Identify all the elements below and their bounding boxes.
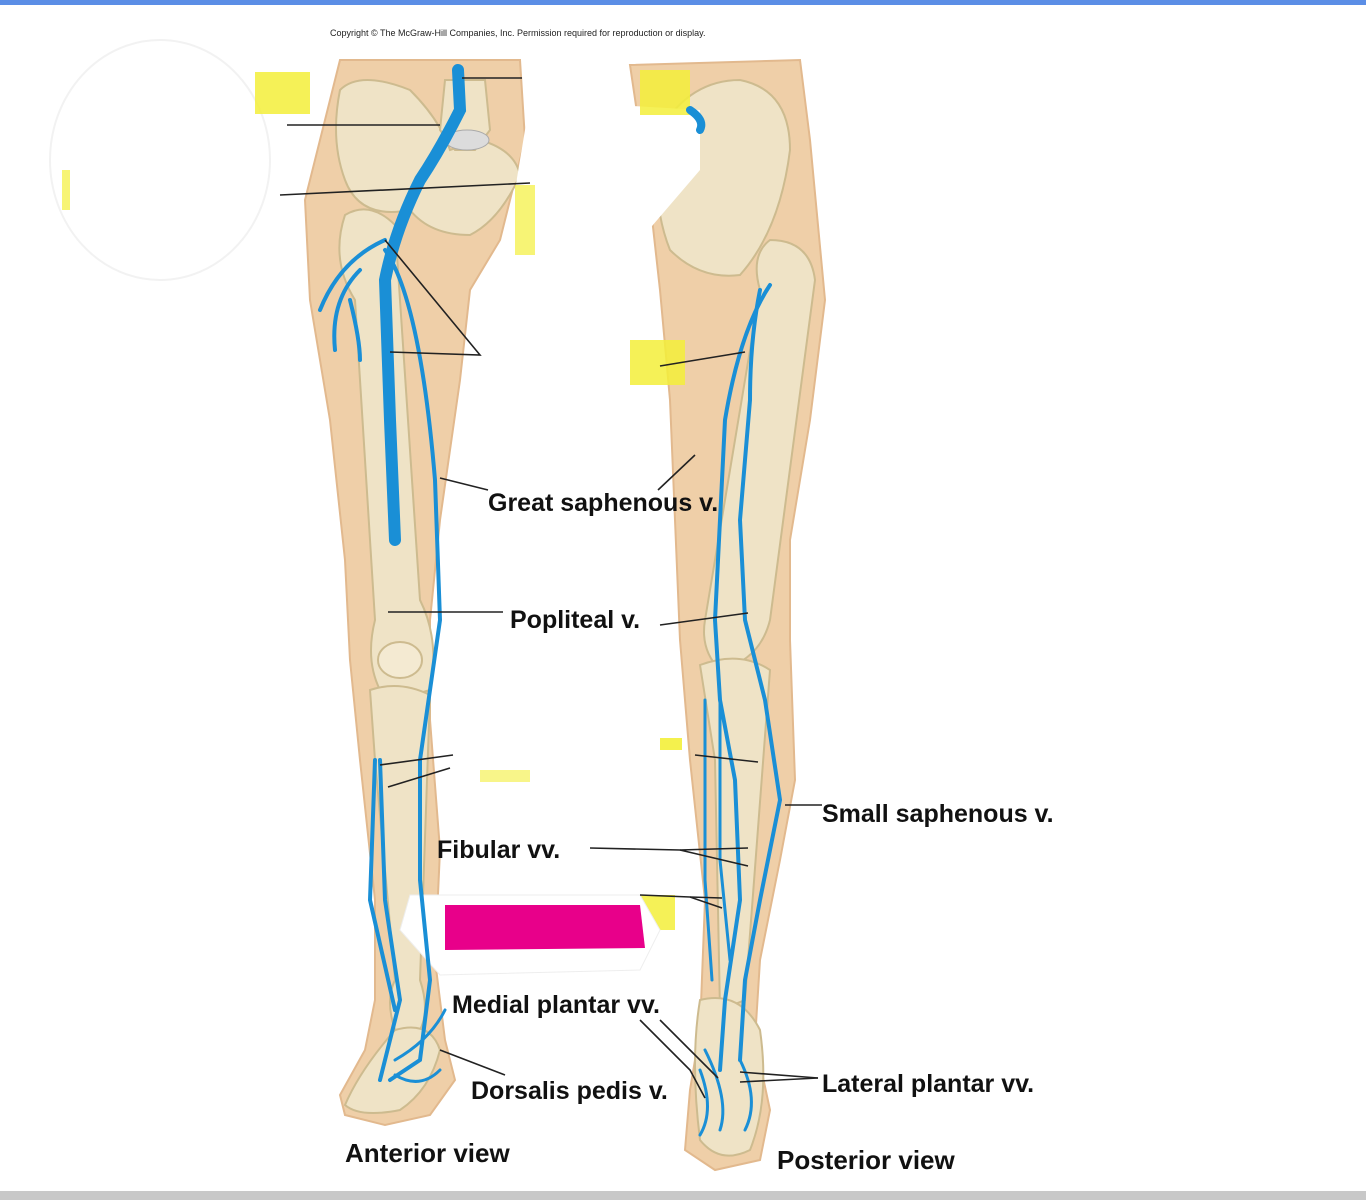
leader-dorsalis: [439, 1049, 506, 1076]
leader-lateral-plantar-2: [739, 1077, 819, 1083]
anterior-foot-veins: [393, 1008, 447, 1083]
center-whiteout: [500, 100, 700, 380]
leader-d: [659, 351, 746, 367]
left-whiteout: [49, 39, 271, 281]
posterior-view-caption: Posterior view: [777, 1145, 955, 1175]
highlight-small-2: [480, 770, 530, 782]
posterior-plantar-veins: [698, 1048, 753, 1137]
leader-medial-plantar-2: [659, 1019, 719, 1079]
left-highlight-mark: [62, 170, 70, 210]
leader-fibular-2: [679, 849, 749, 867]
anterior-foot-bone: [343, 1026, 442, 1115]
highlight-mid: [515, 185, 535, 255]
anterior-tibial-veins: [367, 758, 403, 1082]
leader-great-left: [439, 477, 489, 491]
label-small-saphenous: Small saphenous v.: [822, 800, 1054, 828]
leader-great-right: [657, 454, 696, 491]
leader-lateral-plantar-1: [739, 1071, 819, 1079]
label-dorsalis-pedis: Dorsalis pedis v.: [471, 1077, 668, 1105]
highlight-top-left: [255, 72, 310, 114]
anterior-femoral-vein: [378, 64, 467, 546]
anterior-branch-veins: [318, 238, 387, 362]
leader-c: [384, 239, 482, 356]
leader-ant-tib-1: [379, 754, 454, 766]
highlight-top-right: [640, 70, 690, 115]
window-bottom-bar: [0, 1191, 1366, 1200]
highlight-right: [630, 340, 685, 385]
leader-popliteal-right: [659, 612, 749, 626]
leader-medial-plantar: [639, 1019, 706, 1099]
leader-post-tib: [694, 754, 759, 763]
leader-ant-tib-2: [387, 767, 451, 788]
label-lateral-plantar: Lateral plantar vv.: [822, 1070, 1035, 1098]
label-great-saphenous: Great saphenous v.: [488, 489, 719, 517]
posterior-foot-bone: [694, 997, 765, 1157]
leader-b: [279, 182, 531, 196]
label-fibular: Fibular vv.: [437, 836, 561, 864]
window-top-bar: [0, 0, 1366, 5]
label-popliteal: Popliteal v.: [510, 606, 641, 634]
posterior-small-saphenous: [737, 288, 783, 1062]
label-medial-plantar: Medial plantar vv.: [452, 991, 660, 1019]
leader-lines: [279, 77, 822, 1099]
leader-posterior-tib-2: [689, 896, 723, 899]
copyright-notice: Copyright © The McGraw-Hill Companies, I…: [330, 28, 706, 38]
posterior-iliac-stub: [686, 106, 706, 134]
anterior-patella: [377, 641, 423, 679]
posterior-veins: [686, 106, 783, 1137]
magenta-redaction: [445, 905, 645, 950]
anterior-veins: [318, 64, 467, 1083]
anterior-view-caption: Anterior view: [345, 1138, 510, 1168]
highlight-small: [660, 738, 682, 750]
